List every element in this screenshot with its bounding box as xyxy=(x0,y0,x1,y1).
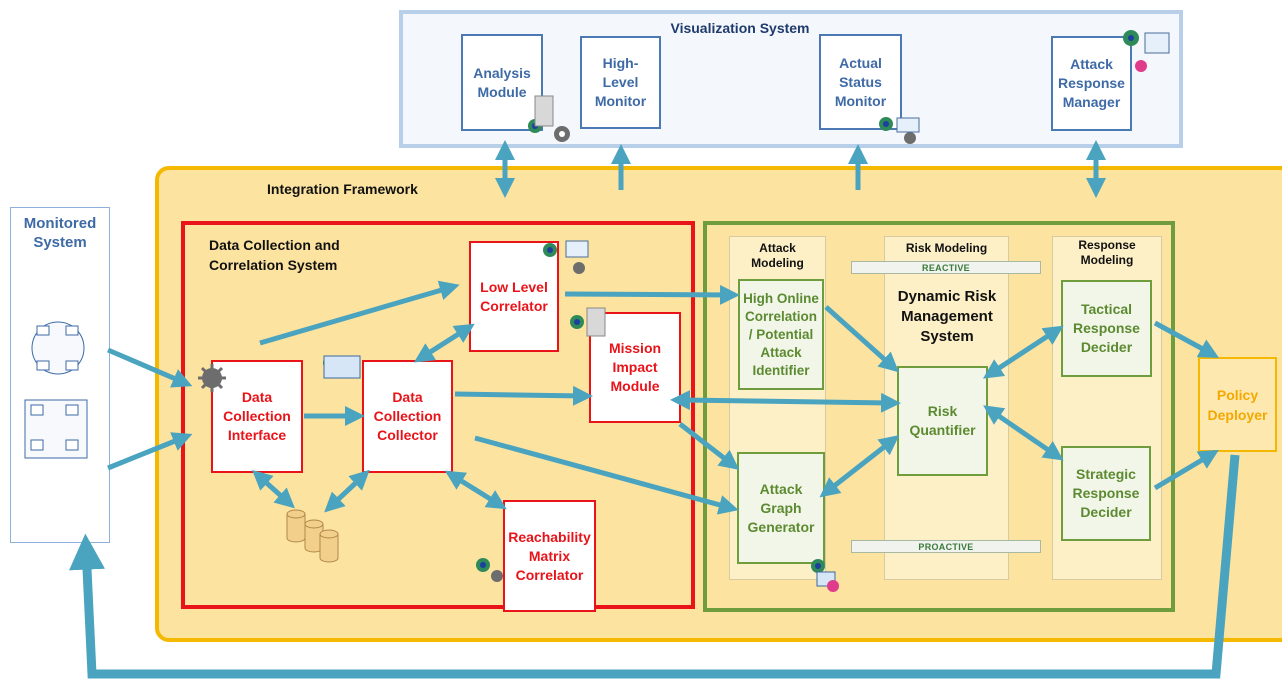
arrow-collector-to-mission xyxy=(454,385,593,406)
risk-quantifier-box[interactable]: Risk Quantifier xyxy=(897,366,988,476)
tactical-response-decider-label: Tactical Response Decider xyxy=(1073,301,1140,355)
network-node-icon xyxy=(24,321,88,459)
proactive-tag: PROACTIVE xyxy=(851,540,1041,553)
actual-status-monitor-label: Actual Status Monitor xyxy=(834,54,887,109)
reactive-tag: REACTIVE xyxy=(851,261,1041,274)
risk-modeling-heading: Risk Modeling xyxy=(905,241,988,255)
arrow-strategic-to-policy xyxy=(1153,449,1219,491)
network-icon xyxy=(323,355,836,587)
monitored-system-title: Monitored System xyxy=(23,215,97,251)
analysis-module-box[interactable]: Analysis Module xyxy=(461,34,543,131)
low-level-correlator-box[interactable]: Low Level Correlator xyxy=(469,241,559,352)
arrow-risk-tactical xyxy=(982,325,1064,379)
arrow-collector-reachability xyxy=(444,470,507,510)
policy-deployer-box[interactable]: Policy Deployer xyxy=(1198,357,1277,452)
arrow-feedback-loop xyxy=(69,454,1240,679)
mission-impact-module-label: Mission Impact Module xyxy=(608,340,662,394)
attack-modeling-heading: Attack Modeling xyxy=(751,241,804,270)
user-icon xyxy=(827,60,1147,592)
arrow-interface-to-low-level xyxy=(259,280,460,346)
arrow-collector-to-attack-graph xyxy=(474,435,739,515)
attack-graph-generator-label: Attack Graph Generator xyxy=(747,480,815,535)
dccs-title: Data Collection and Correlation System xyxy=(209,237,340,273)
arrow-tactical-to-policy xyxy=(1153,320,1220,358)
arrow-collector-database xyxy=(324,469,370,513)
data-collection-interface-box[interactable]: Data Collection Interface xyxy=(211,360,303,473)
database-icon xyxy=(286,509,339,563)
arrow-monitored-lower xyxy=(107,432,193,471)
strategic-response-decider-box[interactable]: Strategic Response Decider xyxy=(1061,446,1151,541)
integration-framework-title: Integration Framework xyxy=(267,181,418,197)
attack-response-manager-box[interactable]: Attack Response Manager xyxy=(1051,36,1132,131)
server-icon xyxy=(534,95,606,337)
arrow-collector-low-level xyxy=(413,323,475,363)
response-modeling-heading: Response Modeling xyxy=(1078,238,1136,267)
data-collection-collector-box[interactable]: Data Collection Collector xyxy=(362,360,453,473)
arrow-monitored-upper xyxy=(107,347,193,388)
data-collection-collector-label: Data Collection Collector xyxy=(373,389,442,443)
reachability-matrix-correlator-label: Reachability Matrix Correlator xyxy=(508,528,591,583)
monitored-system-panel xyxy=(10,207,110,543)
high-online-correlation-box[interactable]: High Online Correlation / Potential Atta… xyxy=(738,279,824,390)
actual-status-monitor-box[interactable]: Actual Status Monitor xyxy=(819,34,902,130)
feather-icon xyxy=(33,30,1139,573)
analysis-module-label: Analysis Module xyxy=(473,64,531,100)
risk-quantifier-label: Risk Quantifier xyxy=(909,403,976,438)
policy-deployer-label: Policy Deployer xyxy=(1207,386,1268,423)
arrow-risk-strategic xyxy=(983,405,1064,461)
arrow-high-online-to-risk xyxy=(824,305,899,373)
gear-icon xyxy=(202,126,916,582)
drms-title: Dynamic Risk Management System xyxy=(897,288,997,345)
arrow-mission-to-attack-graph xyxy=(678,422,740,470)
data-collection-interface-label: Data Collection Interface xyxy=(223,389,291,443)
attack-response-manager-label: Attack Response Manager xyxy=(1058,56,1125,110)
arrow-low-level-to-high-online xyxy=(564,284,740,305)
monitor-icon xyxy=(565,32,1170,258)
arrow-mission-risk xyxy=(670,390,901,413)
high-level-monitor-label: High- Level Monitor xyxy=(594,55,647,109)
visualization-system-title: Visualization System xyxy=(670,20,810,36)
tactical-response-decider-box[interactable]: Tactical Response Decider xyxy=(1061,280,1152,377)
arrow-interface-database xyxy=(252,470,295,509)
high-level-monitor-box[interactable]: High- Level Monitor xyxy=(580,36,661,129)
arrow-attack-graph-risk xyxy=(819,435,900,498)
strategic-response-decider-label: Strategic Response Decider xyxy=(1072,466,1140,520)
high-online-correlation-label: High Online Correlation / Potential Atta… xyxy=(743,290,819,378)
attack-graph-generator-box[interactable]: Attack Graph Generator xyxy=(737,452,825,564)
low-level-correlator-label: Low Level Correlator xyxy=(480,278,548,314)
reachability-matrix-correlator-box[interactable]: Reachability Matrix Correlator xyxy=(503,500,596,612)
